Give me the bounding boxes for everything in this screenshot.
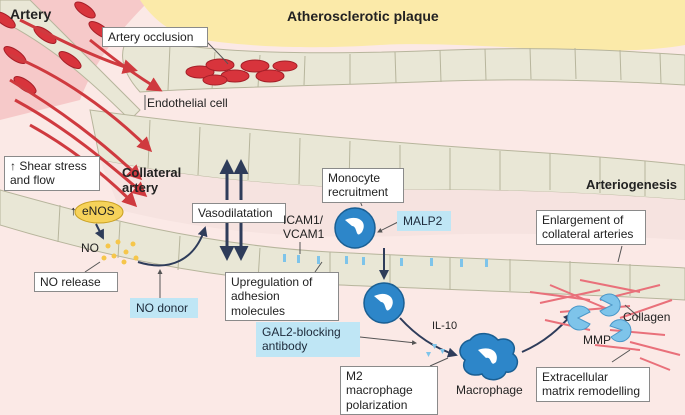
no-label: NO — [81, 241, 99, 255]
monocyte-to-macrophage-arrow — [399, 317, 458, 358]
flow-arrows — [9, 18, 163, 208]
monocyte-lumen — [334, 207, 376, 249]
enlargement-pointer — [617, 245, 623, 263]
artery-label: Artery — [10, 6, 52, 22]
occlusion-pointer — [204, 39, 229, 65]
enos-to-no-arrow — [94, 223, 104, 240]
upregulation-box: Upregulation of adhesion molecules — [225, 272, 339, 322]
monocyte-transmigrated — [363, 282, 405, 324]
diagram-artwork — [0, 0, 685, 381]
monocyte-recruitment-box: Monocyte recruitment — [322, 168, 404, 203]
no-molecules — [101, 239, 139, 265]
no-release-pointer — [84, 261, 101, 273]
collagen-label: Collagen — [623, 310, 671, 324]
enos-up-arrow: ↑ — [70, 203, 77, 218]
malp2-box: MALP2 — [397, 211, 451, 232]
plaque-label: Atherosclerotic plaque — [287, 8, 439, 24]
collagen-pointer — [624, 304, 641, 319]
m2-pointer — [429, 357, 449, 367]
shear-stress-box: ↑ Shear stress and flow — [4, 156, 100, 191]
no-donor-box: NO donor — [130, 298, 198, 319]
enos-oval — [74, 200, 124, 224]
arteriogenesis-label: Arteriogenesis — [586, 177, 678, 192]
macrophage-cell — [459, 332, 519, 381]
vasodilatation-arrows — [219, 159, 249, 261]
no-release-box: NO release — [34, 272, 118, 293]
il10-label: IL-10 — [432, 320, 458, 332]
collateral-artery-label: Collateral artery — [122, 165, 182, 195]
rbc-occlusion-cluster — [185, 58, 298, 86]
collateral-wall-upper — [89, 109, 685, 201]
malp2-pointer — [377, 221, 399, 233]
gal2-pointer — [359, 336, 417, 346]
m2-polarization-box: M2 macrophage polarization — [340, 366, 438, 415]
upregulation-pointer — [314, 261, 323, 273]
adhesion-molecules — [283, 254, 488, 267]
no-to-vasodilatation-arrow — [137, 226, 208, 267]
gal2-blocking-box: GAL2-blocking antibody — [256, 322, 360, 357]
endothelial-cell-label: Endothelial cell — [147, 96, 228, 110]
macrophage-label: Macrophage — [456, 383, 523, 397]
il10-molecules — [426, 344, 445, 357]
enlargement-box: Enlargement of collateral arteries — [536, 210, 646, 245]
mmp-label: MMP — [583, 333, 611, 347]
artery-occlusion-box: Artery occlusion — [102, 27, 208, 48]
ecm-remodelling-box: Extracellular matrix remodelling — [536, 367, 650, 402]
collateral-wall-lower — [0, 189, 685, 301]
mmp-enzymes — [567, 293, 632, 343]
collagen-fibers — [529, 279, 681, 371]
enos-label: eNOS — [82, 204, 115, 218]
ecm-pointer — [611, 349, 631, 363]
plaque-region — [140, 0, 685, 51]
icam-vcam-label: ICAM1/ VCAM1 — [283, 213, 325, 241]
vasodilatation-box: Vasodilatation — [192, 203, 286, 224]
